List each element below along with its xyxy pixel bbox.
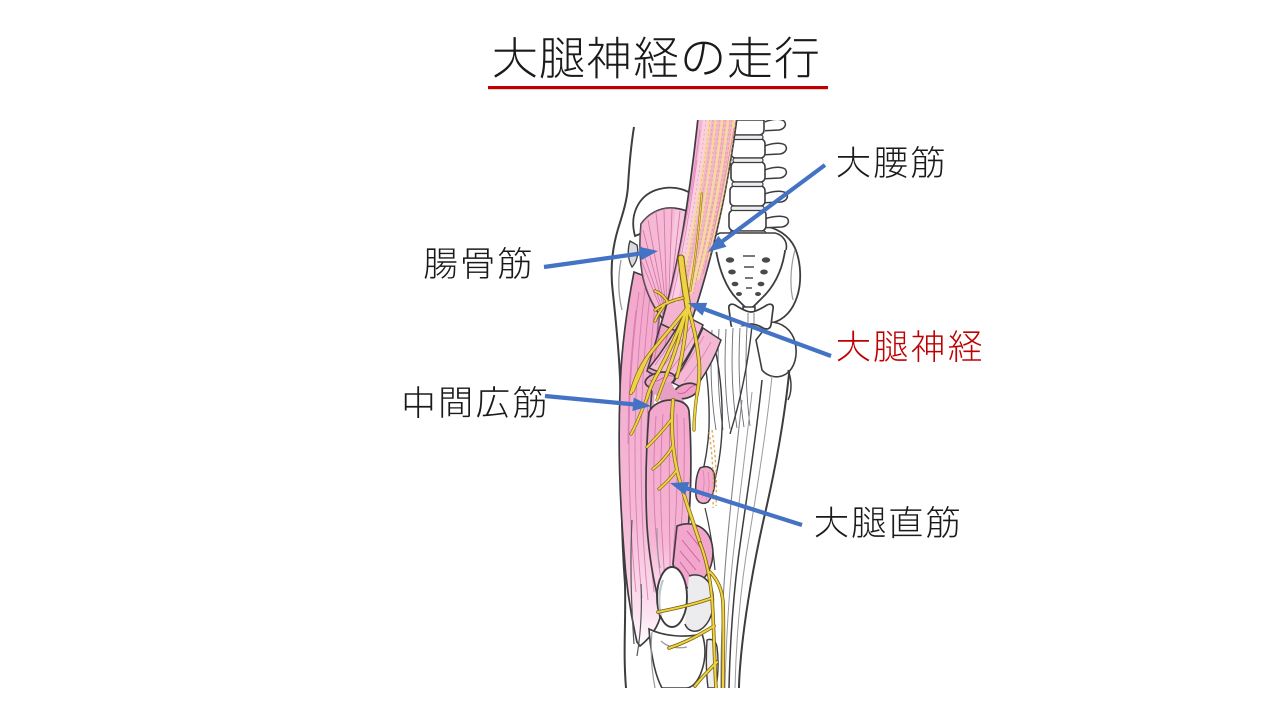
label-rectus-femoris-glyphs: [815, 506, 959, 539]
plexus-root-strands: [682, 120, 736, 295]
label-vastus-intermedius-glyphs: [404, 386, 546, 418]
medial-thigh-bands: [719, 375, 773, 688]
plexus-root-dotted-edges: [680, 120, 737, 295]
arrow-psoas-major: [708, 163, 827, 252]
arrow-femoral-nerve: [688, 302, 832, 358]
slide-title-glyphs: [494, 36, 818, 79]
femoral-nerve-structure: [629, 254, 726, 688]
arrow-rectus-femoris: [670, 482, 803, 528]
nerve-trunk: [678, 255, 691, 310]
anatomy-illustration: [610, 120, 802, 688]
label-glyphs: [404, 146, 982, 539]
label-psoas-major-glyphs: [837, 146, 944, 178]
arrow-vastus-intermedius: [544, 393, 651, 411]
title-group: [488, 36, 828, 90]
sacral-crest-marks: [743, 255, 755, 289]
psoas-fiber-lines: [669, 127, 735, 301]
arrow-iliacus: [543, 246, 658, 270]
sacral-foramina: [725, 257, 771, 296]
label-iliacus-glyphs: [424, 247, 531, 279]
patella: [656, 566, 688, 628]
distal-nerve: [657, 542, 725, 688]
nerve-twigs: [630, 354, 698, 490]
title-underline: [488, 86, 828, 90]
leader-arrows: [543, 163, 832, 528]
body-contour-left: [610, 126, 635, 688]
iliacus-nerve-twig: [654, 290, 684, 322]
lumbar-plexus-roots: [680, 120, 737, 295]
knee-bones: [630, 519, 719, 688]
body-contour-right: [738, 351, 792, 688]
lumbar-spine: [728, 120, 790, 237]
